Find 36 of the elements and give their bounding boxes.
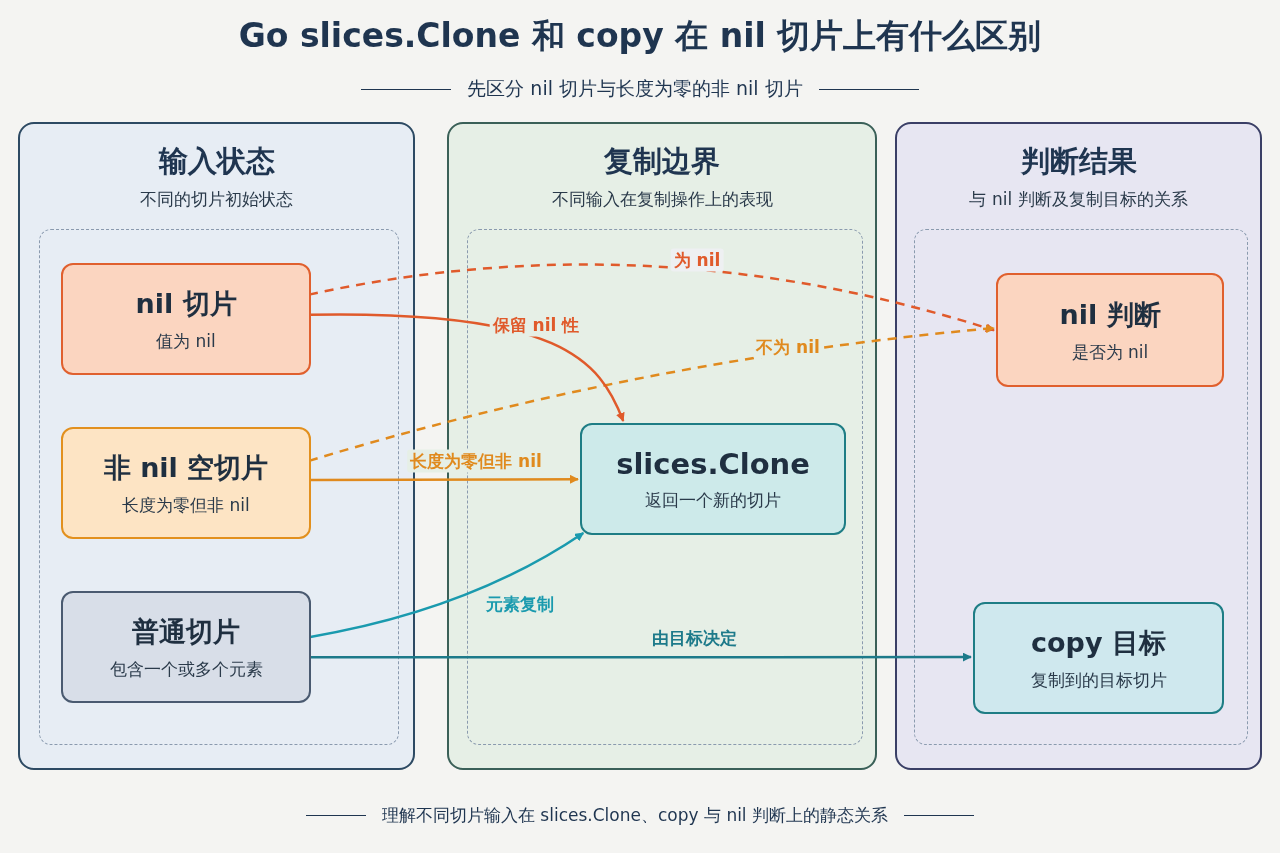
arrow <box>309 474 579 484</box>
box-title: 普通切片 <box>132 614 240 649</box>
box-text: 是否为 nil <box>1071 340 1149 364</box>
box-title: 非 nil 空切片 <box>103 450 269 485</box>
process-box <box>61 263 311 375</box>
box-text: 长度为零但非 nil <box>122 493 250 517</box>
box-title: copy 目标 <box>1031 625 1166 660</box>
arrow <box>308 263 995 333</box>
process-box <box>973 602 1224 714</box>
box-text: 包含一个或多个元素 <box>109 657 263 681</box>
title: Go slices.Clone 和 copy 在 nil 切片上有什么区别 <box>237 15 1043 57</box>
panel-heading: 复制边界 <box>603 143 721 180</box>
box-text: 值为 nil <box>156 329 216 353</box>
process-box <box>580 423 846 535</box>
arrow <box>309 652 972 662</box>
box-title: nil 切片 <box>135 286 237 321</box>
box-text: 返回一个新的切片 <box>645 488 781 512</box>
process-box <box>996 273 1224 387</box>
edge-label: 元素复制 <box>483 592 557 616</box>
process-box <box>61 427 311 539</box>
caption: 理解不同切片输入在 slices.Clone、copy 与 nil 判断上的静态关系 <box>381 804 888 827</box>
arrow <box>308 324 995 463</box>
arrow <box>308 531 585 639</box>
process-box <box>61 591 311 703</box>
panel-subtitle: 不同输入在复制操作上的表现 <box>550 188 774 211</box>
panel-subtitle: 与 nil 判断及复制目标的关系 <box>968 188 1189 211</box>
edge-label: 为 nil <box>670 248 724 272</box>
box-text: 复制到的目标切片 <box>1030 668 1167 692</box>
column-panel <box>895 122 1262 770</box>
box-title: nil 判断 <box>1059 297 1161 332</box>
arrow <box>309 313 625 422</box>
box-title: slices.Clone <box>616 446 810 481</box>
subtitle: 先区分 nil 切片与长度为零的非 nil 切片 <box>467 76 803 101</box>
panel-heading: 输入状态 <box>157 143 276 180</box>
panel-heading: 判断结果 <box>1019 143 1138 180</box>
panel-subtitle: 不同的切片初始状态 <box>139 188 294 211</box>
